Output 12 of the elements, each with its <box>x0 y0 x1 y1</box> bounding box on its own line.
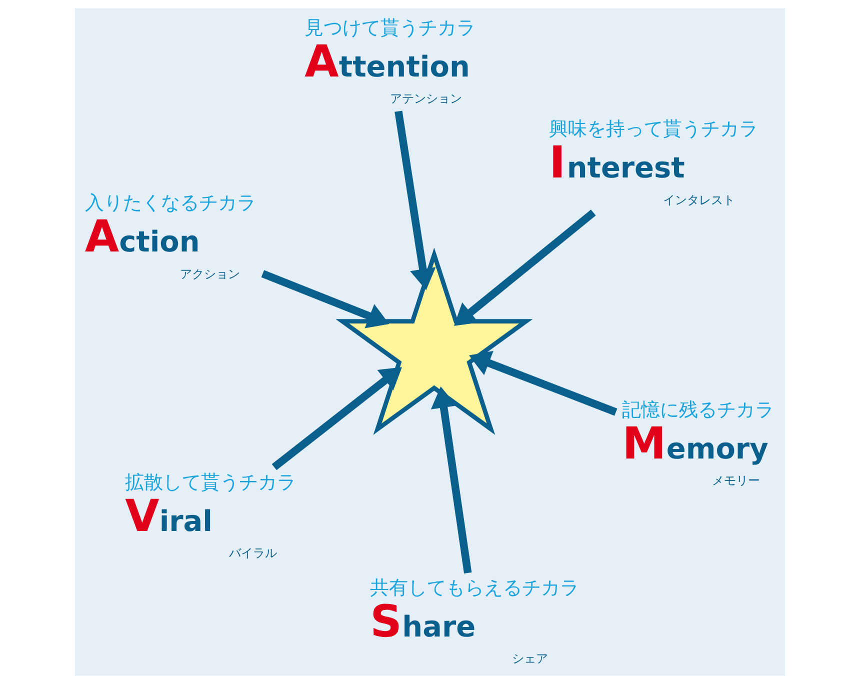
node-text: 拡散して貰うチカラ Viral バイラル <box>125 472 296 560</box>
node-text: 入りたくなるチカラ Action アクション <box>84 193 256 281</box>
arrow <box>394 110 436 290</box>
arrow <box>454 210 596 326</box>
node-text: 見つけて貰うチカラ Attention アテンション <box>304 18 476 106</box>
arrow <box>261 270 390 328</box>
arrow <box>469 350 618 416</box>
node-text: 記憶に残るチカラ Memory メモリー <box>622 400 774 488</box>
node-star <box>336 248 533 435</box>
node-text: 共有してもらえるチカラ Share シェア <box>370 578 580 666</box>
arrow <box>430 386 472 574</box>
arrow <box>272 367 402 470</box>
